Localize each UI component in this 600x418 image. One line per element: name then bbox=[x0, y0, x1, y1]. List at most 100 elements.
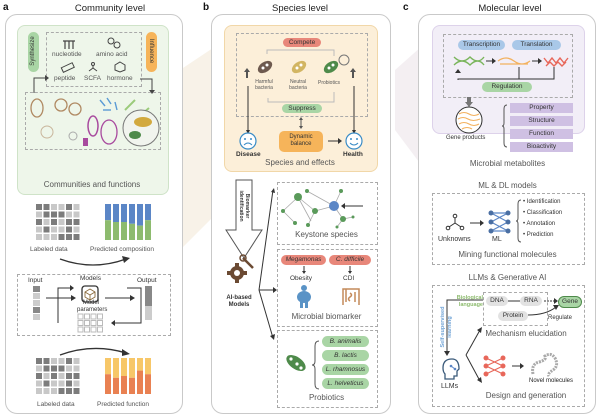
grid-cell bbox=[36, 219, 42, 225]
bioactivity-tag: Bioactivity bbox=[510, 142, 573, 152]
biomarker-box bbox=[277, 249, 378, 327]
task-identification-label: Identification bbox=[526, 199, 561, 205]
down-arrow-icon bbox=[465, 97, 473, 107]
stacked-bar-top bbox=[137, 358, 143, 371]
health-link-line bbox=[352, 86, 356, 134]
panel-a-title: Community level bbox=[74, 3, 146, 14]
mechanism-caption: Mechanism elucidation bbox=[485, 329, 567, 338]
labeled-data-grid-1 bbox=[36, 204, 80, 240]
grid-cell bbox=[97, 320, 103, 326]
grid-cell bbox=[43, 219, 50, 225]
grid-cell bbox=[66, 226, 72, 233]
grid-cell bbox=[66, 204, 72, 210]
dna-pill: DNA bbox=[486, 296, 508, 306]
disease-link-line bbox=[246, 86, 250, 134]
self-supervised-arrow bbox=[444, 299, 483, 356]
happy-face-icon bbox=[345, 132, 363, 150]
neural-network-icon bbox=[488, 210, 511, 234]
design-caption: Design and generation bbox=[485, 391, 567, 400]
grid-cell bbox=[66, 365, 72, 372]
grid-cell bbox=[51, 380, 57, 387]
harmful-bacteria-icon bbox=[257, 60, 273, 74]
curved-arrow-1 bbox=[59, 256, 130, 266]
grid-cell bbox=[51, 226, 57, 233]
communities-caption: Communities and functions bbox=[43, 180, 141, 189]
molecular-language-box bbox=[483, 292, 548, 326]
microbes-box bbox=[25, 92, 161, 150]
grid-cell bbox=[73, 226, 80, 233]
mining-caption: Mining functional molecules bbox=[458, 250, 557, 259]
grid-cell bbox=[43, 211, 50, 218]
grid-cell bbox=[66, 358, 72, 364]
regulation-feedback-arrow bbox=[455, 67, 555, 80]
translation-pill: Translation bbox=[512, 40, 561, 50]
grid-cell bbox=[73, 380, 80, 387]
molecule-hormone: hormone bbox=[107, 75, 133, 82]
models-label: Models bbox=[80, 275, 101, 282]
tasks-brace bbox=[515, 199, 522, 243]
panel-c-title: Molecular level bbox=[478, 3, 542, 14]
predicted-composition-chart bbox=[105, 204, 151, 240]
unknown-molecule-icon bbox=[445, 213, 465, 231]
gene-products-label: Gene products bbox=[446, 135, 486, 141]
grid-cell bbox=[51, 365, 57, 372]
curved-arrow-2 bbox=[59, 347, 130, 356]
grid-cell bbox=[43, 388, 50, 394]
grid-cell bbox=[73, 204, 80, 210]
grid-cell bbox=[97, 313, 103, 320]
predicted-composition-label: Predicted composition bbox=[90, 246, 154, 253]
microbial-community-icon bbox=[30, 97, 160, 147]
grid-cell bbox=[77, 326, 84, 333]
molecule-scfa: SCFA bbox=[84, 75, 101, 82]
grid-cell bbox=[58, 204, 65, 210]
stacked-bar-bottom bbox=[137, 370, 143, 394]
keystone-box bbox=[277, 182, 378, 245]
panel-a-letter: a bbox=[3, 2, 9, 13]
grid-cell bbox=[58, 211, 65, 218]
grid-cell bbox=[36, 388, 42, 394]
grid-cell bbox=[58, 365, 65, 372]
balance-to-health-arrow bbox=[328, 138, 342, 144]
grid-cell bbox=[36, 380, 42, 387]
grid-cell bbox=[66, 211, 72, 218]
synthesize-pill: Synthesize bbox=[28, 32, 39, 72]
rna-pill: RNA bbox=[520, 296, 542, 306]
grid-cell bbox=[66, 234, 72, 240]
labeled-data-label-1: Labeled data bbox=[30, 246, 68, 253]
grid-cell bbox=[43, 234, 50, 240]
stacked-bar-bottom bbox=[105, 220, 111, 240]
cdifficile-arrow bbox=[348, 266, 352, 274]
stacked-bar-top bbox=[137, 204, 143, 226]
predicted-function-label: Predicted function bbox=[97, 401, 150, 408]
task-classification: • Classification bbox=[523, 210, 563, 216]
peptide-icon bbox=[60, 62, 75, 74]
intestine-icon bbox=[342, 288, 360, 305]
up-arrow-left-icon bbox=[244, 68, 250, 78]
input-label: Input bbox=[28, 277, 43, 284]
llm-title: LLMs & Generative AI bbox=[468, 273, 547, 282]
stacked-bar-bottom bbox=[113, 377, 119, 394]
grid-cell bbox=[58, 388, 65, 394]
grid-cell bbox=[51, 388, 57, 394]
grid-cell bbox=[66, 219, 72, 225]
sad-face-icon bbox=[239, 132, 257, 150]
grid-cell bbox=[58, 234, 65, 240]
feedback-loop-arrows bbox=[57, 285, 142, 326]
stacked-bar-top bbox=[113, 204, 119, 222]
dynamic-balance-box: Dynamic balance bbox=[279, 131, 323, 152]
llm-branch-arrows bbox=[465, 327, 482, 383]
stacked-bar-top bbox=[145, 204, 151, 221]
labeled-data-grid-2 bbox=[36, 358, 80, 394]
grid-cell bbox=[58, 219, 65, 225]
grid-cell bbox=[77, 320, 84, 326]
grid-cell bbox=[58, 358, 65, 364]
llm-box bbox=[432, 285, 585, 407]
protein-pill: Protein bbox=[498, 311, 528, 321]
central-dogma-box bbox=[443, 34, 573, 98]
stacked-bar-top bbox=[121, 358, 127, 376]
grid-cell bbox=[43, 226, 50, 233]
ml-dl-title: ML & DL models bbox=[478, 181, 537, 190]
task-prediction-label: Prediction bbox=[526, 232, 554, 238]
probiotic-bacteria-icon bbox=[286, 355, 306, 371]
stacked-bar-bottom bbox=[113, 222, 119, 240]
